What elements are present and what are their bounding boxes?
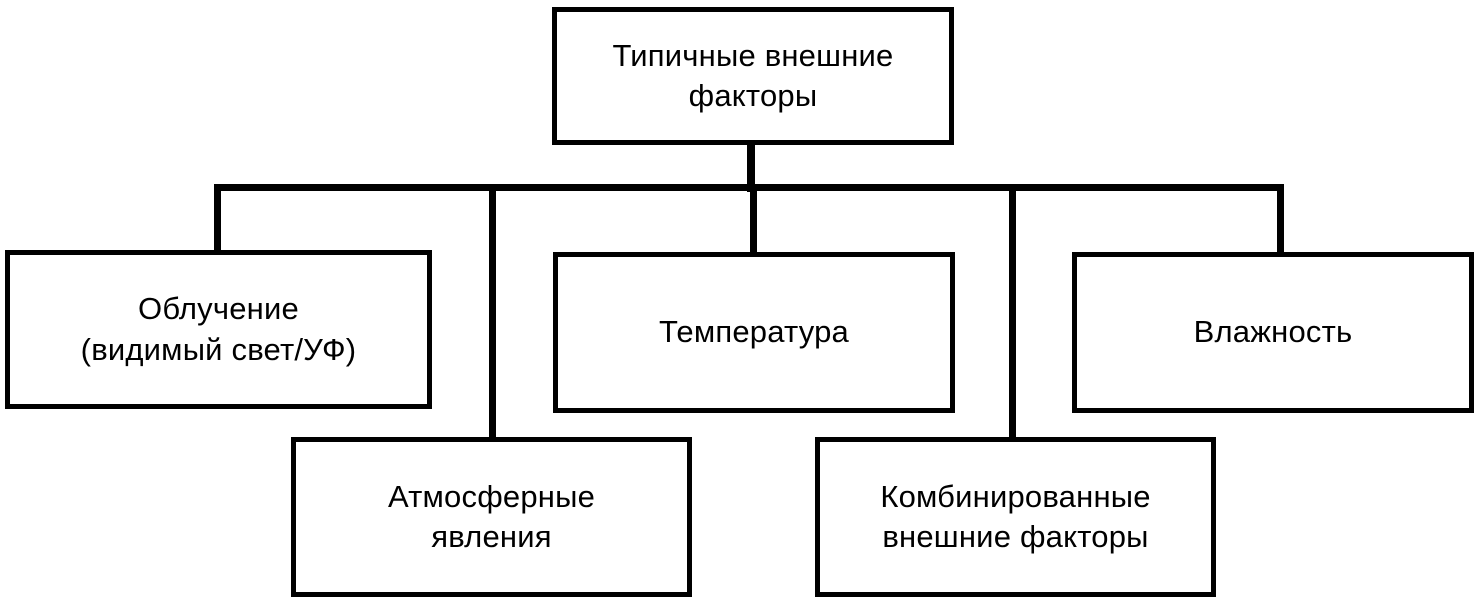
node-atmospheric-label: Атмосферные явления (387, 478, 596, 554)
node-combined-label: Комбинированные внешние факторы (880, 478, 1151, 554)
node-root-typical-external-factors[interactable]: Типичные внешние факторы (552, 7, 954, 145)
node-radiation-label: Облучение (видимый свет/УФ) (80, 291, 357, 367)
node-radiation[interactable]: Облучение (видимый свет/УФ) (5, 250, 432, 409)
node-root-label: Типичные внешние факторы (612, 37, 894, 113)
connector-drop-temperature (750, 184, 757, 254)
connector-root-stem (747, 145, 755, 192)
node-atmospheric-phenomena[interactable]: Атмосферные явления (291, 437, 692, 597)
node-temperature[interactable]: Температура (553, 252, 955, 413)
connector-drop-humidity (1277, 184, 1284, 254)
connector-drop-radiation (214, 184, 221, 252)
connector-drop-combined (1009, 184, 1016, 440)
node-humidity-label: Влажность (1193, 314, 1353, 350)
node-humidity[interactable]: Влажность (1072, 252, 1474, 413)
connector-drop-atmospheric (489, 184, 496, 440)
node-temperature-label: Температура (659, 314, 849, 350)
connector-horizontal-bus (214, 184, 1284, 191)
node-combined-external-factors[interactable]: Комбинированные внешние факторы (815, 437, 1216, 597)
